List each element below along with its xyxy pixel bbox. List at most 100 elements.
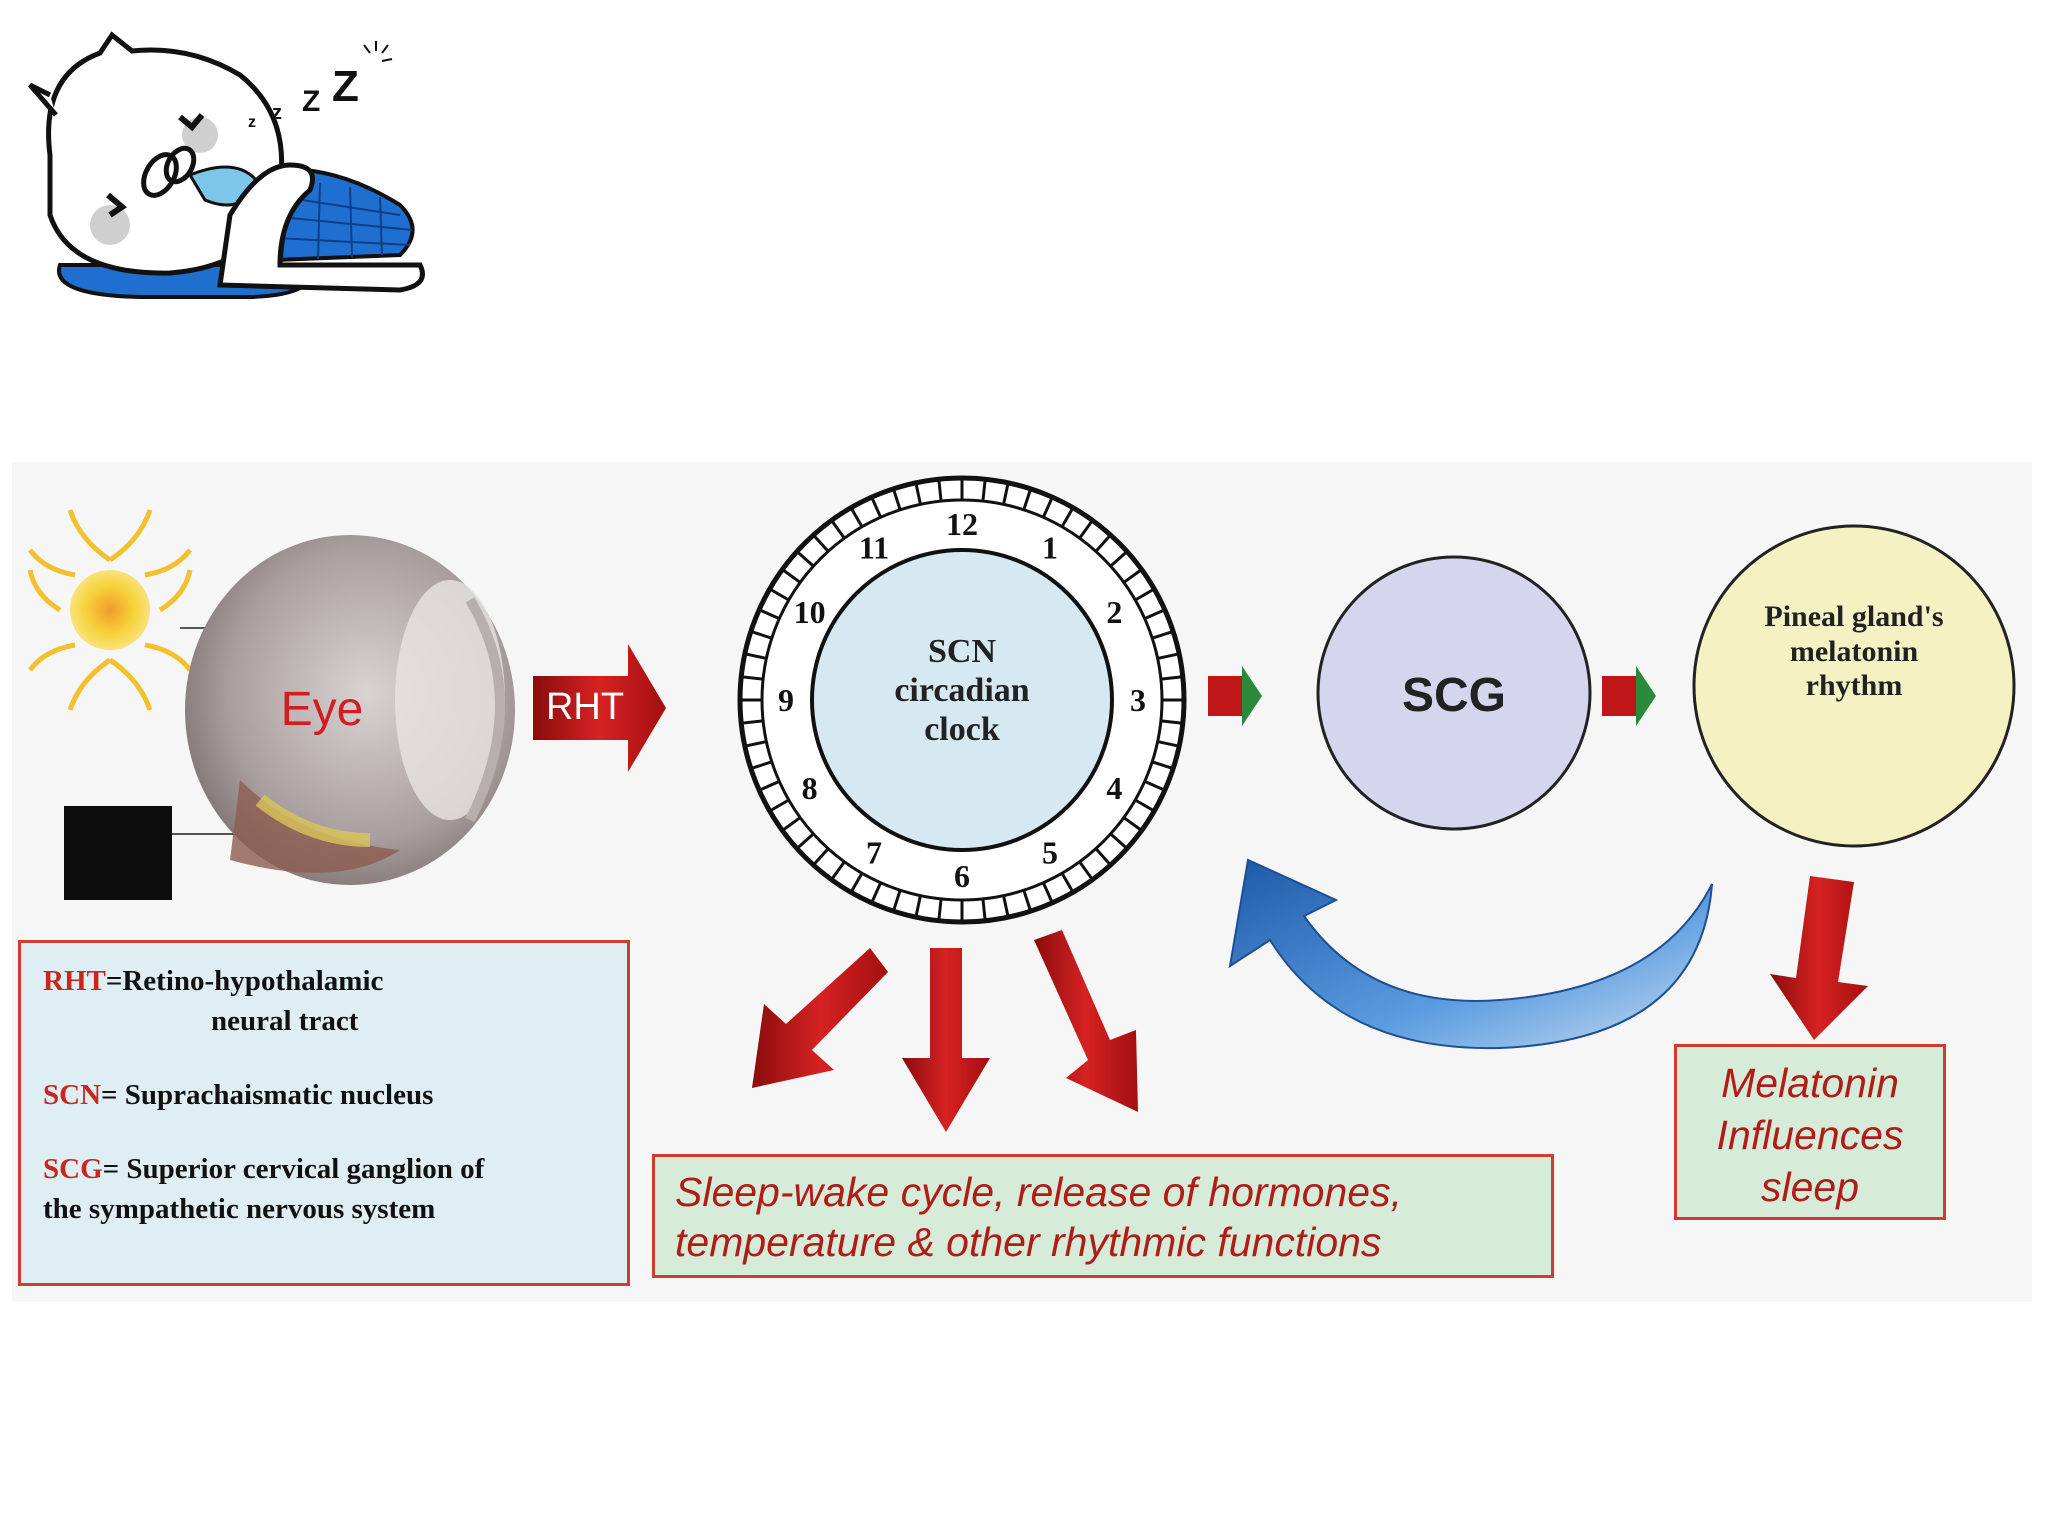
clock-tick (744, 652, 767, 660)
clock-tick (1157, 740, 1180, 748)
clock-tick (937, 479, 943, 502)
legend-rht-def-1: =Retino-hypothalamic (105, 965, 384, 997)
clock-tick (1157, 652, 1180, 660)
clock-tick (812, 534, 830, 553)
clock-number: 11 (859, 530, 889, 566)
clock-tick (1134, 798, 1156, 813)
clock-tick (1002, 895, 1010, 918)
svg-text:z: z (248, 114, 256, 131)
melatonin-line-2: Influences (1716, 1112, 1904, 1158)
clock-tick (849, 872, 864, 894)
legend-scg-def-1: = Superior cervical ganglion of (102, 1153, 485, 1185)
clock-tick (768, 798, 790, 813)
clock-tick (1151, 760, 1174, 771)
clock-number: 5 (1042, 834, 1058, 870)
clock-tick (1094, 534, 1112, 553)
clock-tick (1109, 550, 1128, 568)
clock-tick (1060, 872, 1075, 894)
clock-tick (1094, 847, 1112, 866)
clock-tick (1041, 882, 1054, 904)
clock-number: 2 (1106, 594, 1122, 630)
rht-label: RHT (545, 686, 625, 728)
legend-rht-abbr: RHT (43, 965, 106, 997)
pineal-label: Pineal gland's melatonin rhythm (1764, 600, 1944, 702)
clock-tick (914, 895, 922, 918)
clock-tick (1022, 488, 1033, 511)
legend-scg-abbr: SCG (43, 1153, 103, 1185)
clock-number: 3 (1130, 682, 1146, 718)
clock-tick (1078, 519, 1094, 540)
clock-tick (1109, 832, 1128, 850)
moon-icon (64, 806, 172, 900)
sleeping-mascot-icon: z z Z Z (28, 31, 425, 299)
svg-text:Z: Z (332, 62, 359, 111)
clock-tick (781, 816, 802, 832)
clock-number: 6 (954, 858, 970, 894)
legend-rht-def-2: neural tract (211, 1005, 359, 1037)
clock-tick (1060, 506, 1075, 528)
clock-number: 9 (778, 682, 794, 718)
scg-circle (1316, 555, 1592, 831)
pineal-down-arrow (1770, 876, 1868, 1040)
effects-line-2: temperature & other rhythmic functions (675, 1219, 1382, 1265)
clock-tick (981, 479, 987, 502)
clock-tick (1134, 587, 1156, 602)
svg-text:z: z (272, 102, 282, 124)
clock-tick (781, 568, 802, 584)
scg-to-pineal-arrow (1602, 666, 1656, 726)
clock-tick (914, 482, 922, 505)
legend-scg-def-2: the sympathetic nervous system (43, 1193, 436, 1225)
clock-tick (1122, 568, 1143, 584)
legend-box: RHT=Retino-hypothalamic neural tract SCN… (18, 940, 630, 1286)
feedback-arrow (1228, 858, 1713, 1050)
clock-tick (796, 832, 815, 850)
legend-scg: SCG= Superior cervical ganglion of the s… (43, 1149, 605, 1229)
clock-tick (1160, 675, 1183, 681)
clock-number: 1 (1042, 530, 1058, 566)
clock-tick (1041, 496, 1054, 518)
clock-tick (1151, 629, 1174, 640)
legend-scn-abbr: SCN (43, 1079, 102, 1111)
svg-text:Z: Z (302, 85, 320, 118)
clock-tick (750, 760, 773, 771)
clock-tick (812, 847, 830, 866)
clock-tick (891, 488, 902, 511)
sun-icon (27, 509, 193, 711)
clock-tick (768, 587, 790, 602)
clock-tick (870, 496, 883, 518)
clock-number: 12 (946, 506, 978, 542)
melatonin-line-3: sleep (1760, 1164, 1859, 1210)
clock-tick (1022, 889, 1033, 912)
clock-tick (830, 860, 846, 881)
clock-tick (1160, 719, 1183, 725)
effects-box: Sleep-wake cycle, release of hormones, t… (652, 1154, 1554, 1278)
clock-tick (758, 779, 780, 792)
clock-tick (750, 629, 773, 640)
clock-tick (1122, 816, 1143, 832)
clock-tick (796, 550, 815, 568)
clock-tick (1002, 482, 1010, 505)
melatonin-line-1: Melatonin (1721, 1060, 1899, 1106)
eye-illustration (172, 535, 515, 885)
clock-tick (758, 608, 780, 621)
clock-number: 4 (1106, 770, 1122, 806)
pineal-circle (1692, 524, 2016, 848)
clock-tick (870, 882, 883, 904)
clock-tick (981, 898, 987, 921)
melatonin-box: Melatonin Influences sleep (1674, 1044, 1946, 1220)
clock-tick (1144, 779, 1166, 792)
effect-arrows (752, 930, 1138, 1132)
legend-scn: SCN= Suprachaismatic nucleus (43, 1075, 605, 1115)
clock-tick (744, 740, 767, 748)
clock-tick (741, 675, 764, 681)
clock-to-scg-arrow (1208, 666, 1262, 726)
rht-arrow (533, 644, 666, 772)
clock-number: 8 (802, 770, 818, 806)
clock-tick (891, 889, 902, 912)
eye-label: Eye (280, 683, 364, 736)
clock-tick (1078, 860, 1094, 881)
clock-number: 7 (866, 834, 882, 870)
